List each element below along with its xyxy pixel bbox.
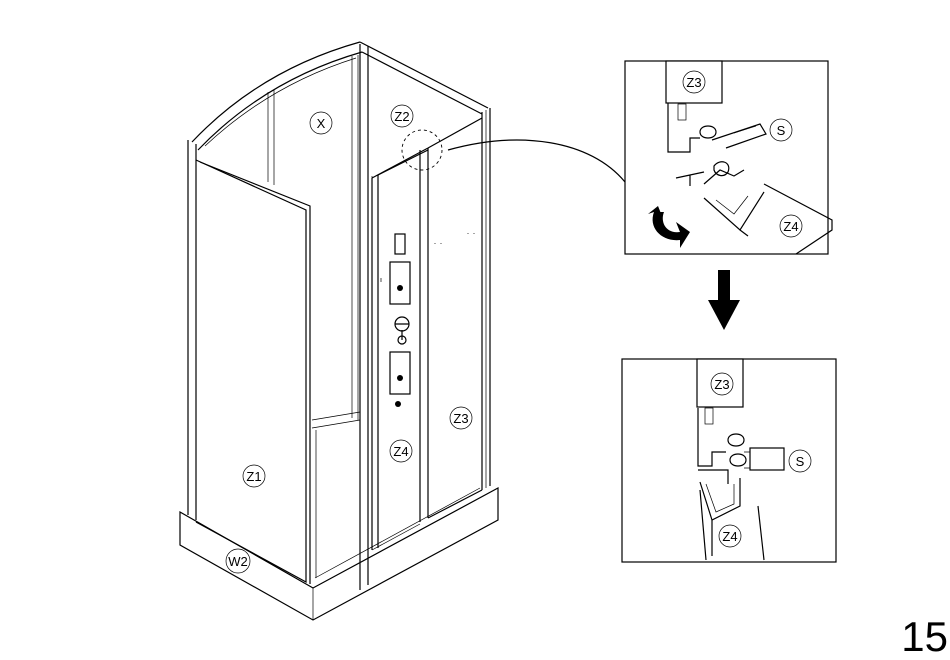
svg-text:Z4: Z4 [783, 219, 798, 234]
svg-text:X: X [317, 116, 326, 131]
svg-text:Z3: Z3 [686, 75, 701, 90]
svg-text:S: S [777, 123, 786, 138]
svg-text:Z3: Z3 [714, 377, 729, 392]
detail-box-top [625, 61, 832, 254]
svg-text:Z4: Z4 [393, 444, 408, 459]
page-number: 15 [901, 616, 948, 658]
detail-callout-line [448, 140, 625, 182]
shower-cabin [180, 42, 625, 620]
label-w2: W2 [226, 549, 250, 573]
svg-text:S: S [796, 454, 805, 469]
label-z1: Z1 [243, 465, 265, 487]
label-z3: Z3 [450, 407, 472, 429]
svg-text:W2: W2 [228, 554, 248, 569]
svg-text:Z2: Z2 [394, 109, 409, 124]
svg-text:Z4: Z4 [722, 529, 737, 544]
detail-callout-circle [402, 130, 442, 170]
label-z2: Z2 [391, 105, 413, 127]
label-x: X [310, 112, 332, 134]
label-z4: Z4 [390, 440, 412, 462]
svg-text:Z1: Z1 [246, 469, 261, 484]
down-arrow-icon [708, 270, 740, 330]
svg-text:Z3: Z3 [453, 411, 468, 426]
